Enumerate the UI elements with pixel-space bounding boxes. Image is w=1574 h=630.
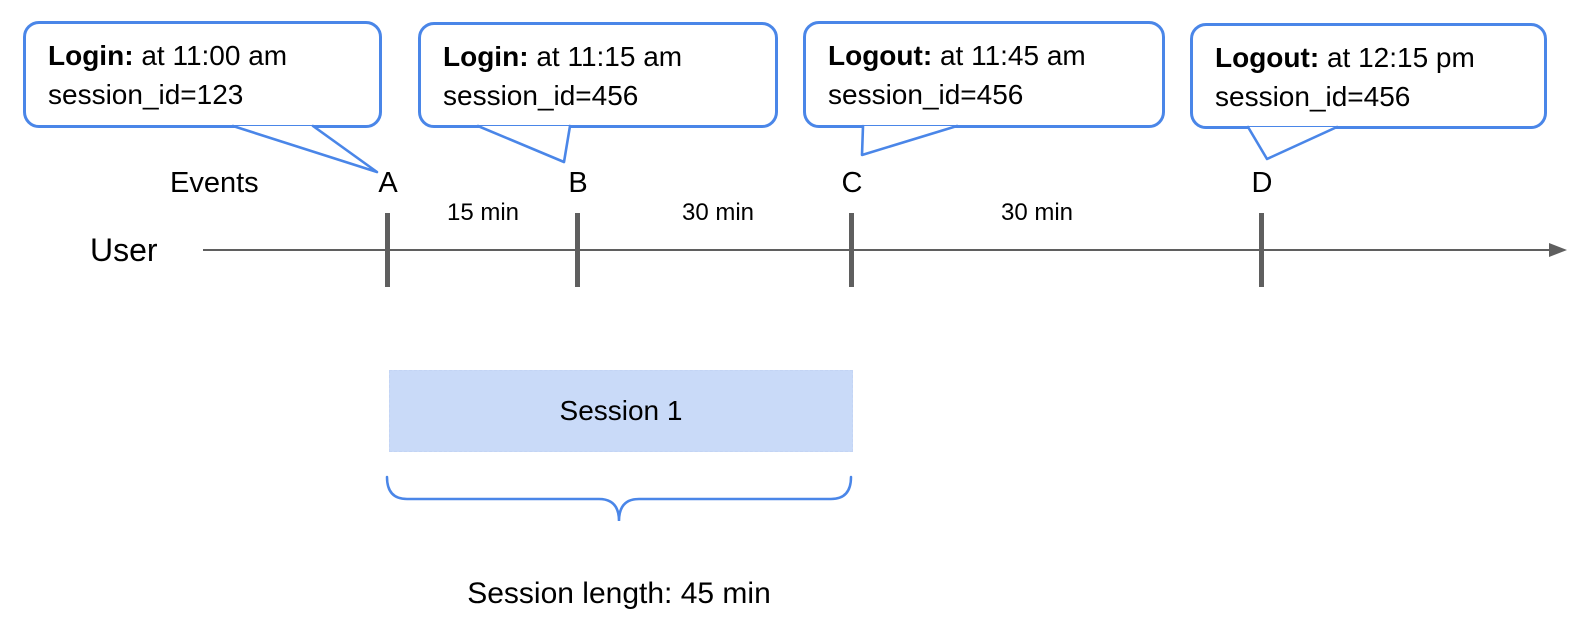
session-box: Session 1 xyxy=(389,370,853,452)
callout-time: at 11:00 am xyxy=(141,40,288,71)
event-letter-b: B xyxy=(568,167,588,199)
event-tick-b xyxy=(575,213,580,287)
callout-time: at 12:15 pm xyxy=(1326,42,1475,73)
callout-tail-icon xyxy=(231,124,379,174)
event-tick-d xyxy=(1259,213,1264,287)
callout-session-id: session_id=123 xyxy=(48,79,244,110)
interval-label-bc: 30 min xyxy=(681,199,755,226)
callout-login-a: Login: at 11:00 am session_id=123 xyxy=(23,21,382,128)
callout-title: Logout: xyxy=(828,40,933,71)
callout-line-1: Logout: at 11:45 am xyxy=(828,36,1140,75)
interval-label-ab: 15 min xyxy=(446,199,520,226)
callout-line-1: Logout: at 12:15 pm xyxy=(1215,38,1522,77)
interval-label-cd: 30 min xyxy=(1000,199,1074,226)
callout-logout-d: Logout: at 12:15 pm session_id=456 xyxy=(1190,23,1547,129)
callout-line-1: Login: at 11:00 am xyxy=(48,36,357,75)
session-label: Session 1 xyxy=(559,395,683,426)
callout-line-1: Login: at 11:15 am xyxy=(443,37,753,76)
user-label: User xyxy=(90,232,158,268)
callout-session-id: session_id=456 xyxy=(828,79,1024,110)
callout-time: at 11:45 am xyxy=(939,40,1086,71)
timeline-axis xyxy=(203,243,1567,257)
callout-title: Logout: xyxy=(1215,42,1320,73)
session-length-caption: Session length: 45 min xyxy=(467,577,771,610)
events-label: Events xyxy=(170,167,259,199)
event-letter-c: C xyxy=(841,167,863,199)
event-tick-c xyxy=(849,213,854,287)
event-letter-d: D xyxy=(1251,167,1273,199)
session-brace-icon xyxy=(385,475,853,522)
timeline-arrow-icon xyxy=(1549,243,1567,257)
callout-session-id: session_id=456 xyxy=(443,80,639,111)
event-letter-a: A xyxy=(378,167,398,199)
callout-title: Login: xyxy=(443,41,529,72)
callout-login-b: Login: at 11:15 am session_id=456 xyxy=(418,22,778,128)
event-tick-a xyxy=(385,213,390,287)
callout-tail-icon xyxy=(1246,125,1339,161)
callout-tail-icon xyxy=(476,124,572,164)
callout-session-id: session_id=456 xyxy=(1215,81,1411,112)
callout-time: at 11:15 am xyxy=(536,41,683,72)
callout-title: Login: xyxy=(48,40,134,71)
callout-logout-c: Logout: at 11:45 am session_id=456 xyxy=(803,21,1165,128)
callout-tail-icon xyxy=(860,124,959,157)
